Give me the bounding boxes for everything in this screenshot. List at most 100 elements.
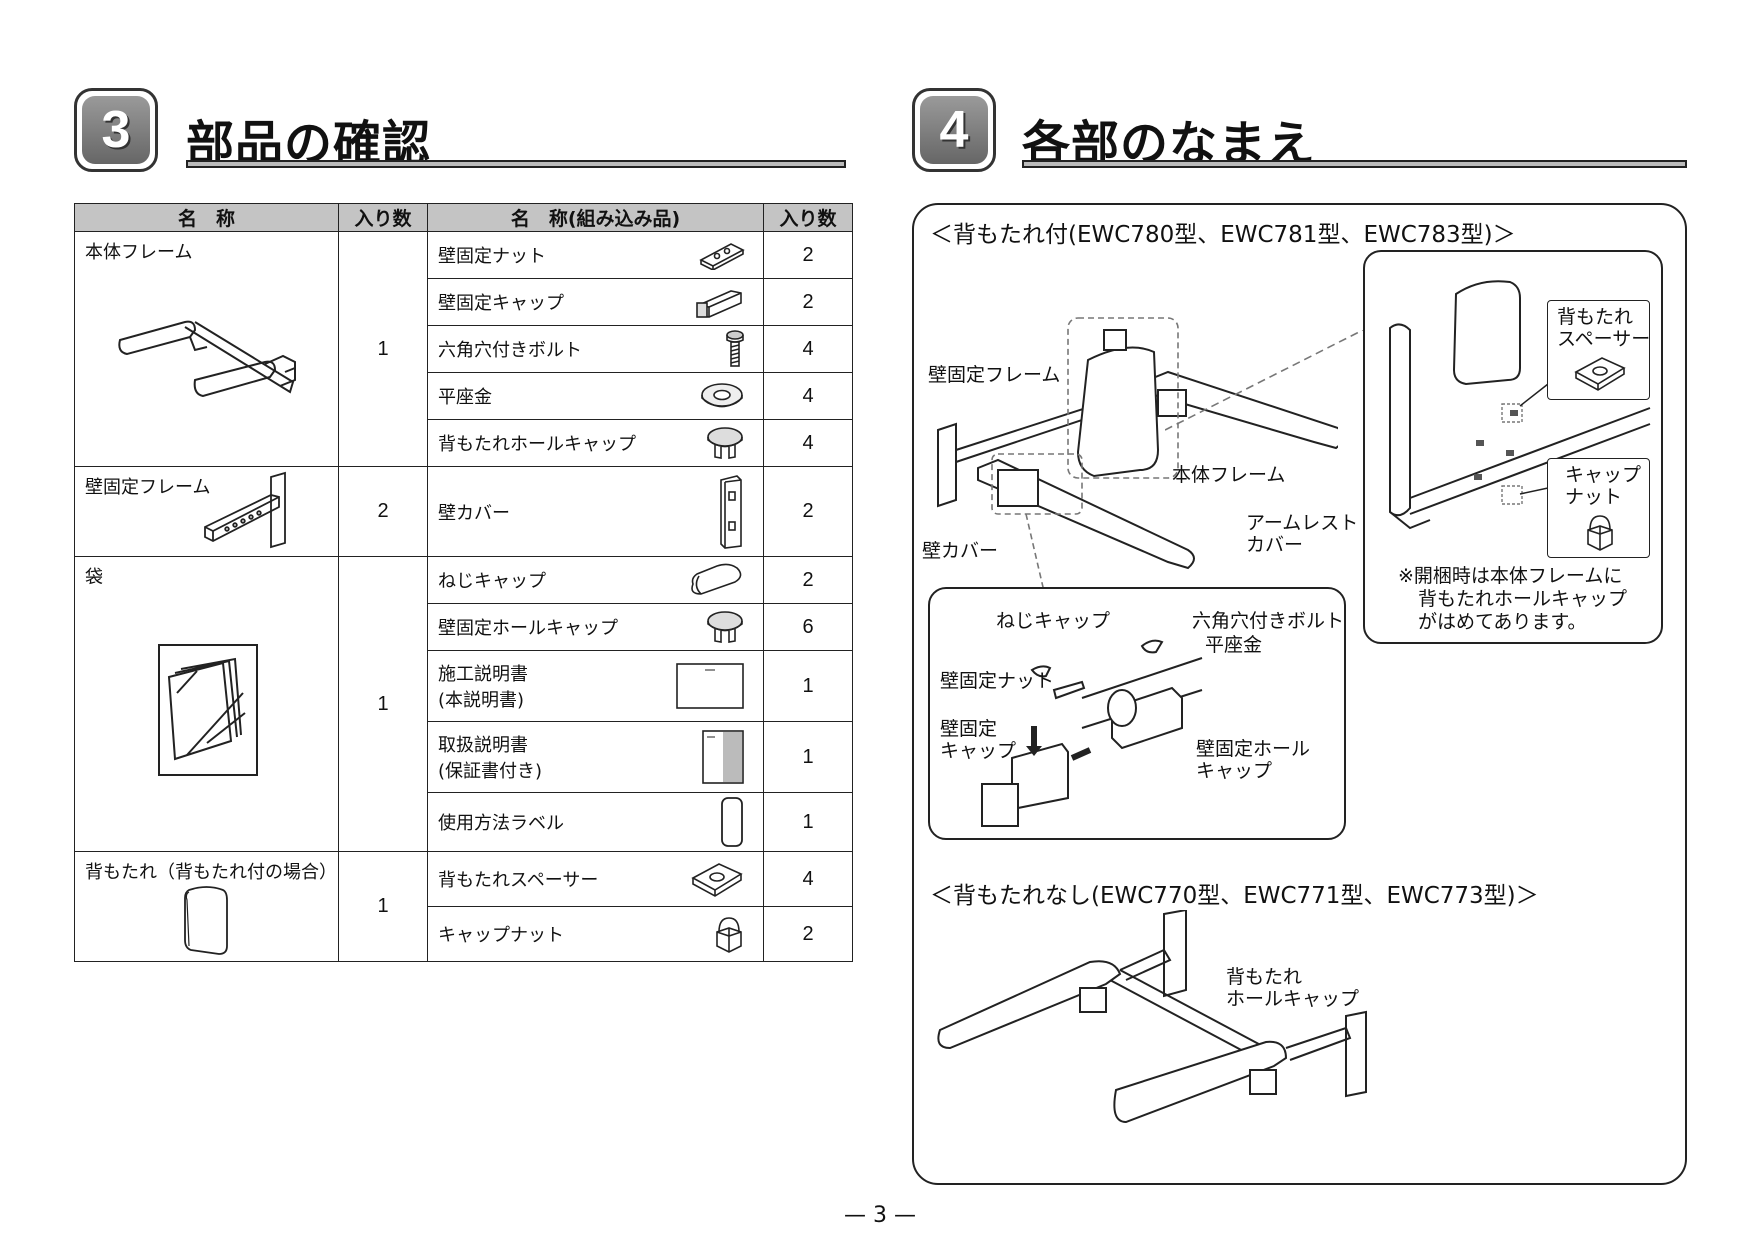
bolt-icon: [726, 330, 744, 367]
item-qty: 2: [763, 278, 853, 326]
backrest-detail-illustration: [1389, 280, 1651, 530]
cap-nut-callout: [1547, 458, 1650, 558]
item-qty: 1: [763, 721, 853, 793]
cap-nut-icon: [1587, 515, 1613, 551]
parts-table: 名 称 入り数 名 称(組み込み品) 入り数 本体フレーム 1 壁固定ナット 2: [74, 203, 853, 962]
item-qty: 4: [763, 325, 853, 373]
spacer-icon: [691, 863, 743, 897]
item-name: ねじキャップ: [427, 556, 764, 604]
item-name: 壁固定キャップ: [427, 278, 764, 326]
label-armrest-cover-2: カバー: [1246, 534, 1304, 556]
with-backrest-illustration: [937, 317, 1338, 601]
item-name: 平座金: [427, 372, 764, 420]
group-name: 袋: [85, 567, 103, 588]
label-wall-hole-cap-1: 壁固定ホール: [1196, 738, 1311, 760]
label-icon: [721, 797, 743, 847]
group-qty: 1: [338, 556, 428, 852]
item-name: キャップナット: [427, 906, 764, 962]
wall-cover-icon: [720, 474, 742, 549]
table-row: 壁固定キャップ 2: [75, 278, 853, 326]
table-row: 取扱説明書(保証書付き) 1: [75, 721, 853, 793]
item-name: 背もたれホールキャップ: [427, 419, 764, 467]
item-qty: 2: [763, 231, 853, 279]
label-armrest-cover-1: アームレスト: [1246, 512, 1359, 534]
item-qty: 4: [763, 419, 853, 467]
bag-icon: [158, 644, 258, 776]
table-row: 平座金 4: [75, 372, 853, 420]
item-qty: 2: [763, 906, 853, 962]
heading-underline: [186, 160, 846, 168]
item-qty: 2: [763, 556, 853, 604]
table-row: 背もたれホールキャップ 4: [75, 419, 853, 467]
table-row: 壁固定ホールキャップ 6: [75, 603, 853, 651]
page-number: — 3 —: [844, 1203, 916, 1228]
heading-underline: [1022, 160, 1687, 168]
parts-diagram-panel: [912, 203, 1687, 1185]
table-row: 施工説明書(本説明書) 1: [75, 650, 853, 722]
spacer-icon: [1574, 357, 1626, 391]
section-number: 4: [920, 96, 988, 164]
table-row: 六角穴付きボルト 4: [75, 325, 853, 373]
group-qty: 1: [338, 851, 428, 962]
table-row: 壁固定フレーム 2 壁カバー 2: [74, 466, 853, 557]
item-name: 壁固定ホールキャップ: [427, 603, 764, 651]
wall-frame-icon: [204, 471, 286, 549]
item-name: 壁カバー: [427, 466, 764, 557]
hole-cap-icon: [707, 611, 743, 643]
label-washer: 平座金: [1205, 634, 1263, 656]
label-wall-frame: 壁固定フレーム: [928, 364, 1061, 386]
without-backrest-illustration: [937, 910, 1367, 1124]
label-wall-hole-cap-2: キャップ: [1196, 760, 1273, 782]
item-qty: 2: [763, 466, 853, 557]
group-qty: 2: [338, 466, 428, 557]
label-cap-nut-2: ナット: [1565, 486, 1623, 508]
item-name: 壁固定ナット: [427, 231, 764, 279]
main-frame-icon: [118, 320, 296, 398]
table-row: 背もたれ（背もたれ付の場合） 1 背もたれスペーサー 4: [74, 851, 853, 962]
label-cap-nut-1: キャップ: [1565, 464, 1642, 486]
with-backrest-title: ＜背もたれ付(EWC780型、EWC781型、EWC783型)＞: [930, 222, 1516, 248]
group-name: 背もたれ（背もたれ付の場合）: [85, 862, 337, 883]
group-cell: 壁固定フレーム: [74, 466, 339, 557]
header-item-qty: 入り数: [763, 203, 853, 232]
group-name: 壁固定フレーム: [85, 477, 211, 498]
item-qty: 4: [763, 372, 853, 420]
group-cell: 本体フレーム: [74, 231, 339, 467]
group-qty: 1: [338, 231, 428, 467]
note-line-2: 背もたれホールキャップ: [1418, 588, 1628, 610]
label-back-spacer-1: 背もたれ: [1557, 306, 1634, 328]
section-number-badge: 3: [74, 88, 158, 172]
group-cell: 背もたれ（背もたれ付の場合）: [74, 851, 339, 962]
section-number-badge: 4: [912, 88, 996, 172]
item-qty: 1: [763, 650, 853, 722]
item-qty: 4: [763, 851, 853, 907]
section-number: 3: [82, 96, 150, 164]
without-backrest-title: ＜背もたれなし(EWC770型、EWC771型、EWC773型)＞: [930, 883, 1539, 909]
item-name: 取扱説明書(保証書付き): [427, 721, 764, 793]
label-wall-nut: 壁固定ナット: [940, 670, 1055, 692]
hole-cap-icon: [707, 427, 743, 459]
note-line-3: がはめてあります。: [1418, 611, 1587, 633]
table-row: 袋 1 ねじキャップ 2: [74, 556, 853, 852]
header-qty: 入り数: [338, 203, 428, 232]
callout-dashed-line: [1165, 330, 1364, 431]
backrest-icon: [184, 886, 228, 955]
item-qty: 1: [763, 792, 853, 852]
wall-fixing-illustration: [981, 639, 1203, 827]
note-line-1: ※開梱時は本体フレームに: [1398, 565, 1623, 587]
item-name: 施工説明書(本説明書): [427, 650, 764, 722]
label-back-hole-cap-2: ホールキャップ: [1226, 988, 1360, 1010]
header-name: 名 称: [74, 203, 339, 232]
label-screw-cap: ねじキャップ: [996, 610, 1111, 632]
label-wall-cap-2: キャップ: [940, 740, 1017, 762]
table-row: 本体フレーム 1 壁固定ナット 2: [74, 231, 853, 467]
item-name: 六角穴付きボルト: [427, 325, 764, 373]
label-wall-cap-1: 壁固定: [940, 718, 998, 740]
group-name: 本体フレーム: [85, 242, 193, 263]
label-hex-bolt: 六角穴付きボルト: [1192, 610, 1345, 632]
label-main-frame: 本体フレーム: [1172, 464, 1286, 486]
item-qty: 6: [763, 603, 853, 651]
cap-icon: [696, 290, 742, 318]
item-name: 使用方法ラベル: [427, 792, 764, 852]
label-wall-cover: 壁カバー: [922, 540, 999, 562]
